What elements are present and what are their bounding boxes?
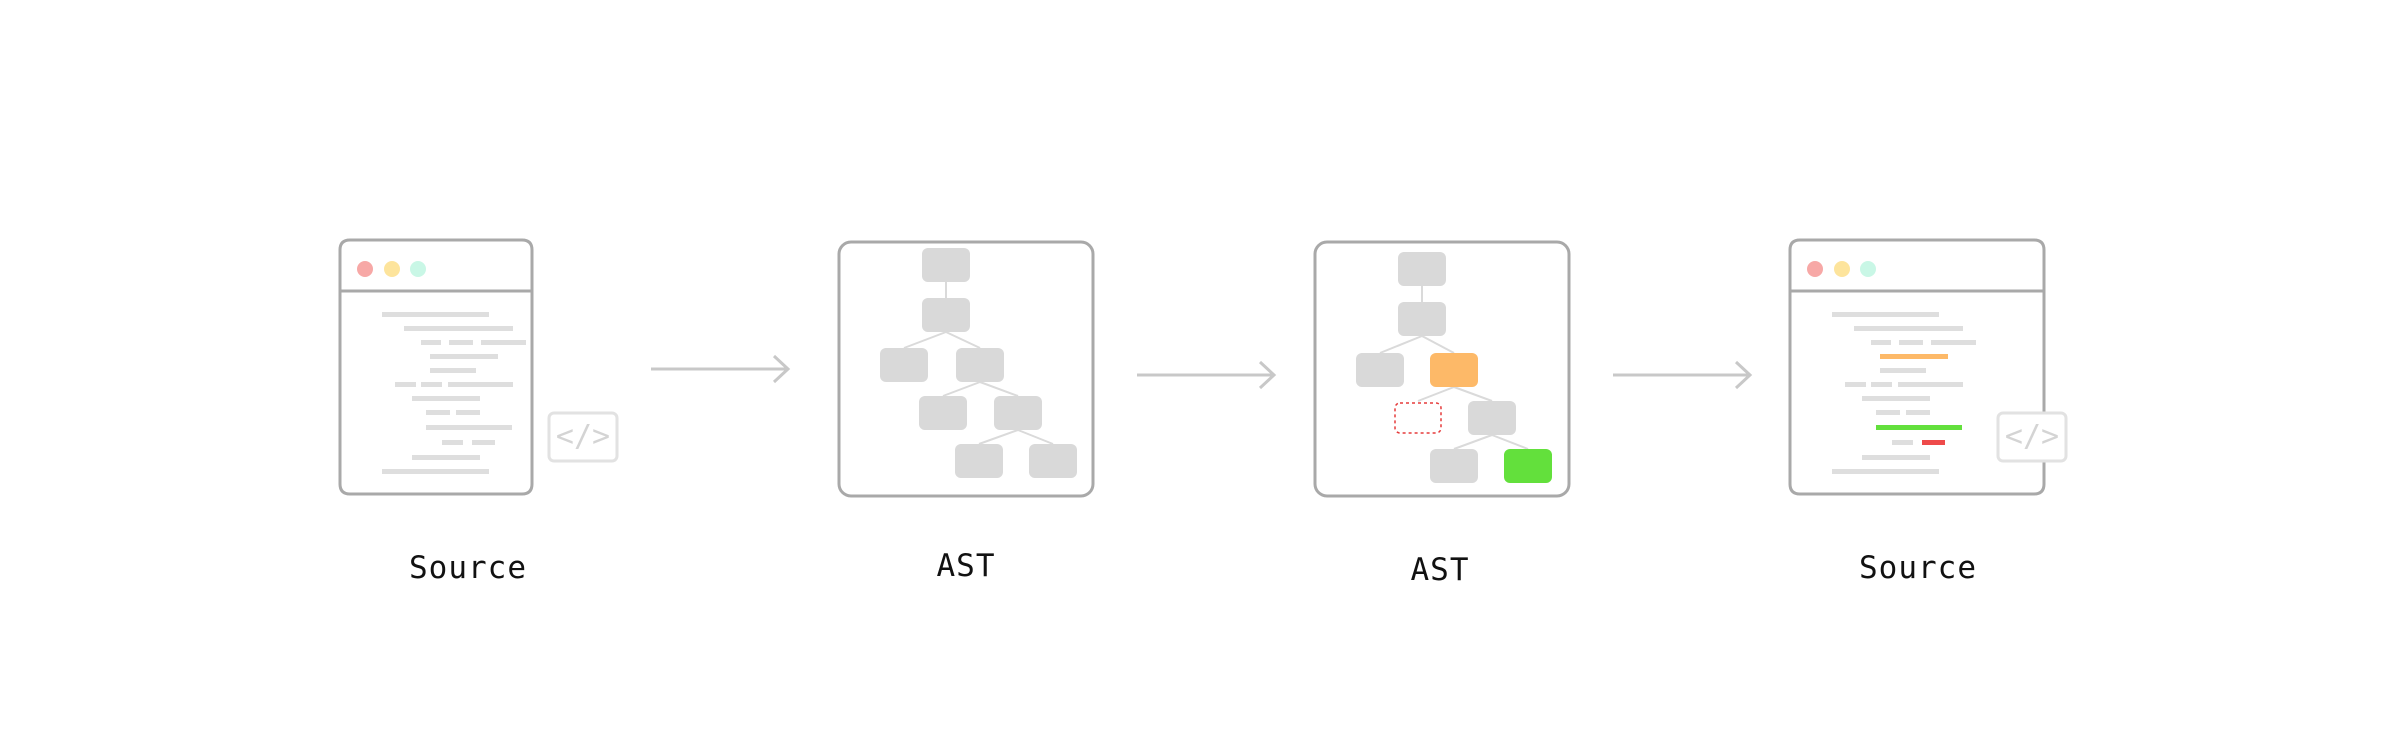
- code-line: [1845, 382, 1866, 387]
- ast-node: [994, 396, 1042, 430]
- code-badge-glyph: </>: [556, 419, 610, 454]
- code-badge-frame: [1996, 411, 2068, 463]
- code-badge-glyph: </>: [2005, 419, 2059, 454]
- ast-node: [919, 396, 967, 430]
- ast-node: [1398, 252, 1446, 286]
- code-line: [1880, 368, 1926, 373]
- stage-label-ast-original: AST: [936, 548, 996, 584]
- code-badge-frame: [547, 411, 619, 463]
- arrow-right-icon: [1137, 360, 1277, 390]
- code-badge-icon: </>: [1996, 411, 2068, 463]
- window-maximize-dot: [410, 261, 426, 277]
- ast-node: [955, 444, 1003, 478]
- ast-node: [1398, 302, 1446, 336]
- code-line: [456, 410, 480, 415]
- code-badge-icon: </>: [547, 411, 619, 463]
- stage-label-ast-modified: AST: [1410, 552, 1470, 588]
- code-line: [382, 312, 489, 317]
- code-line: [481, 340, 526, 345]
- code-line: [1931, 340, 1976, 345]
- code-line: [1862, 396, 1930, 401]
- window-close-dot: [357, 261, 373, 277]
- ast-tree-icon: [837, 240, 1095, 498]
- stage-source-modified: </>: [1788, 238, 2068, 496]
- ast-nodes: [1356, 252, 1552, 483]
- code-line: [412, 455, 480, 460]
- code-line: [1899, 340, 1923, 345]
- window-maximize-dot: [1860, 261, 1876, 277]
- code-line: [421, 340, 441, 345]
- code-line: [1832, 469, 1939, 474]
- code-line: [1906, 410, 1930, 415]
- code-line: [449, 340, 473, 345]
- ast-node-modified: [1430, 353, 1478, 387]
- modified-source-code-window-icon: </>: [1788, 238, 2068, 496]
- window-frame: [338, 238, 534, 496]
- stage-label-source-original: Source: [409, 550, 527, 586]
- code-line-changed: [1922, 440, 1945, 445]
- stage-label-source-modified: Source: [1859, 550, 1977, 586]
- source-code-window-icon: </>: [338, 238, 619, 496]
- ast-node: [1430, 449, 1478, 483]
- ast-edges: [903, 282, 1054, 445]
- arrow-right-icon: [1613, 360, 1753, 390]
- code-lines: [1832, 312, 1976, 474]
- ast-node: [922, 248, 970, 282]
- code-line: [395, 382, 416, 387]
- ast-frame: [837, 240, 1095, 498]
- ast-nodes: [880, 248, 1077, 478]
- window-minimize-dot: [1834, 261, 1850, 277]
- code-line: [412, 396, 480, 401]
- code-line: [1898, 382, 1963, 387]
- ast-node: [922, 298, 970, 332]
- code-line: [472, 440, 495, 445]
- code-line: [1832, 312, 1939, 317]
- ast-node: [1029, 444, 1077, 478]
- code-line: [421, 382, 442, 387]
- ast-frame: [1313, 240, 1571, 498]
- arrow-right-icon: [651, 354, 791, 384]
- stage-source-original: </>: [338, 238, 619, 496]
- ast-node-removed: [1394, 402, 1442, 434]
- ast-node: [1468, 401, 1516, 435]
- code-line: [1892, 440, 1913, 445]
- code-lines: [382, 312, 526, 474]
- code-line: [1871, 382, 1892, 387]
- ast-node: [880, 348, 928, 382]
- code-line: [404, 326, 513, 331]
- code-line: [1862, 455, 1930, 460]
- window-frame: [1788, 238, 2046, 496]
- stage-ast-modified: [1313, 240, 1571, 498]
- window-minimize-dot: [384, 261, 400, 277]
- window-close-dot: [1807, 261, 1823, 277]
- code-line-added: [1876, 425, 1962, 430]
- code-line: [1876, 410, 1900, 415]
- code-line: [382, 469, 489, 474]
- ast-node-added: [1504, 449, 1552, 483]
- stage-ast-original: [837, 240, 1095, 498]
- code-line: [426, 410, 450, 415]
- code-line: [1854, 326, 1963, 331]
- ast-edges: [1379, 286, 1529, 450]
- code-line: [426, 425, 512, 430]
- code-line-modified: [1880, 354, 1948, 359]
- code-line: [1871, 340, 1891, 345]
- code-line: [430, 368, 476, 373]
- modified-ast-tree-icon: [1313, 240, 1571, 498]
- code-line: [442, 440, 463, 445]
- ast-node: [1356, 353, 1404, 387]
- code-line: [448, 382, 513, 387]
- code-line: [430, 354, 498, 359]
- ast-node: [956, 348, 1004, 382]
